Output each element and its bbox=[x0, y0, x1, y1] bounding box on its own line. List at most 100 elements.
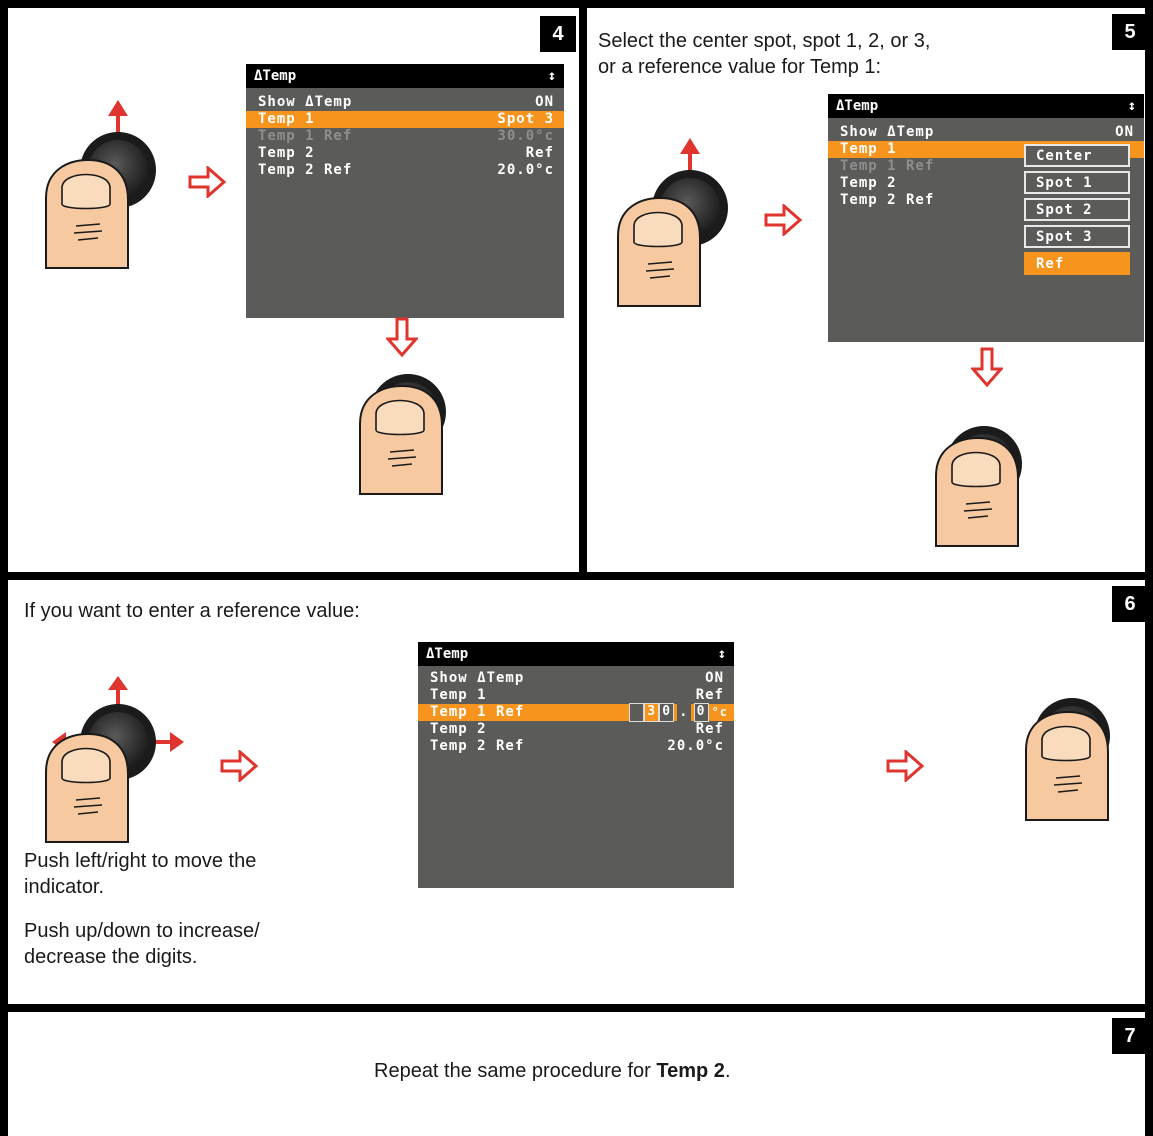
screen-title: ΔTemp bbox=[426, 646, 469, 662]
divider-vertical bbox=[579, 0, 587, 578]
menu-row-temp2[interactable]: Temp 2 bbox=[828, 175, 1144, 192]
row-label: Temp 2 Ref bbox=[840, 192, 935, 208]
caption-line-1: Select the center spot, spot 1, 2, or 3, bbox=[598, 30, 931, 52]
device-screen-step5: ΔTemp ↕ Show ΔTemp ON Temp 1 Temp 1 Ref … bbox=[828, 94, 1144, 342]
caption-bold: Temp 2 bbox=[656, 1060, 725, 1082]
note-line: indicator. bbox=[24, 876, 105, 898]
menu-row-show-delta-temp[interactable]: Show ΔTemp ON bbox=[828, 124, 1144, 141]
frame-left bbox=[0, 0, 8, 1136]
scroll-updown-icon: ↕ bbox=[717, 646, 726, 662]
step5-caption: Select the center spot, spot 1, 2, or 3,… bbox=[598, 28, 930, 80]
row-value: Spot 3 bbox=[497, 111, 554, 127]
menu-row-temp1[interactable]: Temp 1 Ref bbox=[418, 687, 734, 704]
note-line: decrease the digits. bbox=[24, 946, 198, 968]
ref-value-editor[interactable]: 3 0 . 0 °c bbox=[629, 703, 728, 722]
row-label: Temp 1 bbox=[430, 687, 487, 703]
frame-right bbox=[1145, 0, 1153, 1136]
row-label: Temp 1 Ref bbox=[258, 128, 353, 144]
arrow-right-icon bbox=[220, 750, 258, 782]
menu-row-show-delta-temp[interactable]: Show ΔTemp ON bbox=[418, 670, 734, 687]
menu-row-show-delta-temp[interactable]: Show ΔTemp ON bbox=[246, 94, 564, 111]
row-value: 20.0°c bbox=[667, 738, 724, 754]
row-label: Temp 1 Ref bbox=[430, 704, 525, 720]
row-label: Temp 1 bbox=[258, 111, 315, 127]
row-label: Temp 2 Ref bbox=[430, 738, 525, 754]
step7-caption: Repeat the same procedure for Temp 2. bbox=[374, 1058, 731, 1084]
row-value: Ref bbox=[695, 721, 724, 737]
scroll-updown-icon: ↕ bbox=[1127, 98, 1136, 114]
row-value: 20.0°c bbox=[497, 162, 554, 178]
decimal-point: . bbox=[677, 704, 691, 721]
step6-note-digits: Push up/down to increase/ decrease the d… bbox=[24, 918, 260, 970]
menu-row-temp1-ref[interactable]: Temp 1 Ref bbox=[828, 158, 1144, 175]
menu-row-temp1-ref[interactable]: Temp 1 Ref 30.0°c bbox=[246, 128, 564, 145]
option-spot2[interactable]: Spot 2 bbox=[1024, 198, 1130, 221]
scroll-updown-icon: ↕ bbox=[547, 68, 556, 84]
screen-titlebar: ΔTemp ↕ bbox=[418, 642, 734, 666]
note-line: Push up/down to increase/ bbox=[24, 920, 260, 942]
arrow-down-icon bbox=[386, 317, 418, 357]
digit-slot-decimal[interactable]: 0 bbox=[693, 703, 709, 722]
menu-row-temp1[interactable]: Temp 1 Spot 3 bbox=[246, 111, 564, 128]
menu-row-temp2-ref[interactable]: Temp 2 Ref 20.0°c bbox=[418, 738, 734, 755]
arrow-right-icon bbox=[764, 204, 802, 236]
screen-titlebar: ΔTemp ↕ bbox=[246, 64, 564, 88]
step6-note-move: Push left/right to move the indicator. bbox=[24, 848, 256, 900]
row-label: Show ΔTemp bbox=[430, 670, 525, 686]
step-badge-5: 5 bbox=[1112, 14, 1148, 50]
divider-h1 bbox=[0, 572, 1153, 580]
row-label: Temp 2 bbox=[840, 175, 897, 191]
option-spot3[interactable]: Spot 3 bbox=[1024, 225, 1130, 248]
row-label: Show ΔTemp bbox=[840, 124, 935, 140]
joystick-updown-illustration bbox=[617, 138, 728, 307]
row-label: Temp 1 bbox=[840, 141, 897, 157]
row-label: Temp 1 Ref bbox=[840, 158, 935, 174]
row-value: ON bbox=[535, 94, 554, 110]
menu-row-temp2-ref[interactable]: Temp 2 Ref bbox=[828, 192, 1144, 209]
caption-text: Repeat the same procedure for bbox=[374, 1060, 657, 1082]
digit-slot-empty[interactable] bbox=[629, 703, 645, 722]
option-center[interactable]: Center bbox=[1024, 144, 1130, 167]
step-badge-6: 6 bbox=[1112, 586, 1148, 622]
step6-caption: If you want to enter a reference value: bbox=[24, 600, 360, 622]
row-label: Temp 2 bbox=[430, 721, 487, 737]
menu-row-temp2-ref[interactable]: Temp 2 Ref 20.0°c bbox=[246, 162, 564, 179]
frame-top bbox=[0, 0, 1153, 8]
divider-h2 bbox=[0, 1004, 1153, 1012]
joystick-press-illustration bbox=[935, 426, 1022, 547]
unit-label: °c bbox=[711, 705, 728, 719]
joystick-updown-illustration bbox=[45, 100, 156, 269]
menu-row-temp2[interactable]: Temp 2 Ref bbox=[418, 721, 734, 738]
menu-row-temp1-ref[interactable]: Temp 1 Ref 3 0 . 0 °c bbox=[418, 703, 734, 722]
arrow-right-icon bbox=[886, 750, 924, 782]
caption-end: . bbox=[724, 1060, 731, 1082]
joystick-press-illustration bbox=[359, 374, 446, 495]
joystick-4way-illustration bbox=[45, 676, 184, 843]
row-label: Temp 2 Ref bbox=[258, 162, 353, 178]
screen-title: ΔTemp bbox=[254, 68, 297, 84]
device-screen-step4: ΔTemp ↕ Show ΔTemp ON Temp 1 Spot 3 Temp… bbox=[246, 64, 564, 318]
row-value: Ref bbox=[695, 687, 724, 703]
row-label: Show ΔTemp bbox=[258, 94, 353, 110]
note-line: Push left/right to move the bbox=[24, 850, 257, 872]
row-label: Temp 2 bbox=[258, 145, 315, 161]
screen-titlebar: ΔTemp ↕ bbox=[828, 94, 1144, 118]
digit-slot[interactable]: 0 bbox=[659, 703, 675, 722]
caption-line-2: or a reference value for Temp 1: bbox=[598, 56, 882, 78]
arrow-right-icon bbox=[188, 166, 226, 198]
option-spot1[interactable]: Spot 1 bbox=[1024, 171, 1130, 194]
device-screen-step6: ΔTemp ↕ Show ΔTemp ON Temp 1 Ref Temp 1 … bbox=[418, 642, 734, 888]
row-value: 30.0°c bbox=[497, 128, 554, 144]
menu-row-temp2[interactable]: Temp 2 Ref bbox=[246, 145, 564, 162]
arrow-down-icon bbox=[971, 347, 1003, 387]
row-value: ON bbox=[705, 670, 724, 686]
row-value: ON bbox=[1115, 124, 1134, 140]
joystick-press-illustration bbox=[1025, 698, 1110, 821]
temp1-source-dropdown: Center Spot 1 Spot 2 Spot 3 Ref bbox=[1024, 144, 1130, 275]
screen-title: ΔTemp bbox=[836, 98, 879, 114]
step-badge-4: 4 bbox=[540, 16, 576, 52]
step-badge-7: 7 bbox=[1112, 1018, 1148, 1054]
row-value: Ref bbox=[525, 145, 554, 161]
option-ref[interactable]: Ref bbox=[1024, 252, 1130, 275]
digit-slot-active[interactable]: 3 bbox=[644, 703, 660, 722]
